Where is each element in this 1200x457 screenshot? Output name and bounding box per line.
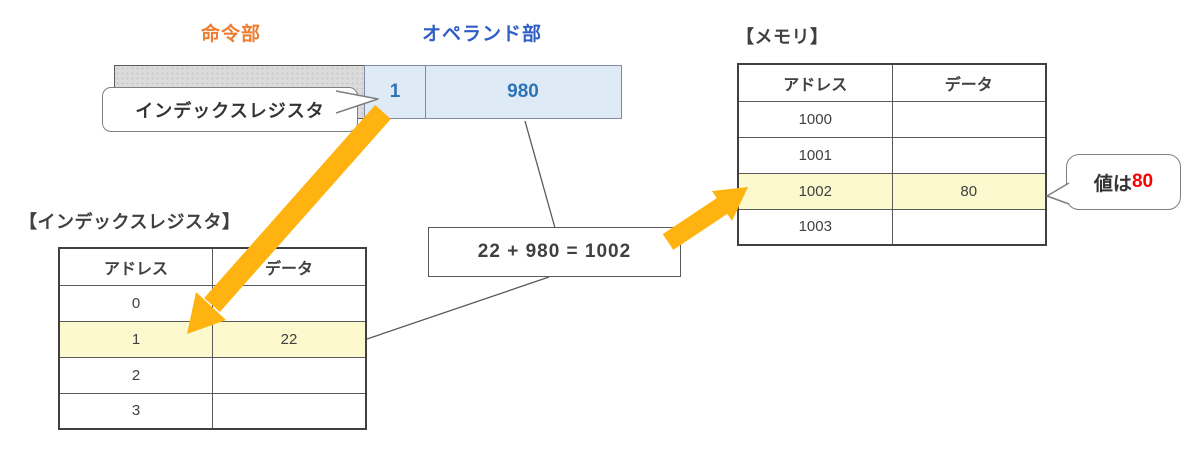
memory-address-cell: 1000 bbox=[737, 100, 893, 138]
memory-row-1002-highlighted: 1002 80 bbox=[737, 172, 1047, 210]
memory-header-row: アドレス データ bbox=[737, 63, 1047, 102]
memory-data-cell bbox=[891, 208, 1047, 246]
index-register-address-cell: 3 bbox=[58, 392, 213, 430]
memory-data-cell: 80 bbox=[891, 172, 1047, 210]
memory-data-cell bbox=[891, 136, 1047, 174]
memory-title: 【メモリ】 bbox=[736, 27, 829, 47]
register-to-calc-line bbox=[366, 276, 550, 340]
index-register-data-cell bbox=[212, 392, 367, 430]
memory-address-cell: 1003 bbox=[737, 208, 893, 246]
address-calculation-box: 22 + 980 = 1002 bbox=[428, 227, 681, 277]
instruction-operand-field: 980 bbox=[424, 65, 622, 119]
opcode-label: 命令部 bbox=[200, 24, 261, 45]
index-register-row-3: 3 bbox=[58, 392, 367, 430]
memory-col-header-data: データ bbox=[891, 63, 1047, 102]
index-register-data-cell bbox=[212, 284, 367, 322]
index-register-data-cell: 22 bbox=[212, 320, 367, 358]
memory-row-1001: 1001 bbox=[737, 136, 1047, 174]
index-register-table: アドレス データ 0 1 22 2 3 bbox=[58, 247, 367, 430]
memory-col-header-address: アドレス bbox=[737, 63, 893, 102]
memory-table: アドレス データ 1000 1001 1002 80 1003 bbox=[737, 63, 1047, 246]
memory-data-cell bbox=[891, 100, 1047, 138]
value-callout-prefix: 値は bbox=[1093, 173, 1132, 195]
index-register-address-cell: 2 bbox=[58, 356, 213, 394]
operand-label: オペランド部 bbox=[421, 24, 542, 45]
memory-row-1000: 1000 bbox=[737, 100, 1047, 138]
index-register-callout: インデックスレジスタ bbox=[102, 87, 358, 132]
index-register-address-cell: 0 bbox=[58, 284, 213, 322]
index-register-data-cell bbox=[212, 356, 367, 394]
index-register-col-header-data: データ bbox=[212, 247, 367, 286]
index-register-col-header-address: アドレス bbox=[58, 247, 213, 286]
instruction-index-field: 1 bbox=[364, 65, 426, 119]
index-register-header-row: アドレス データ bbox=[58, 247, 367, 286]
index-register-address-cell: 1 bbox=[58, 320, 213, 358]
memory-row-1003: 1003 bbox=[737, 208, 1047, 246]
index-register-row-2: 2 bbox=[58, 356, 367, 394]
index-register-title: 【インデックスレジスタ】 bbox=[19, 212, 241, 232]
memory-address-cell: 1002 bbox=[737, 172, 893, 210]
index-register-row-0: 0 bbox=[58, 284, 367, 322]
index-register-row-1-highlighted: 1 22 bbox=[58, 320, 367, 358]
operand-to-calc-line bbox=[524, 120, 556, 229]
memory-address-cell: 1001 bbox=[737, 136, 893, 174]
value-callout-number: 80 bbox=[1131, 171, 1154, 192]
